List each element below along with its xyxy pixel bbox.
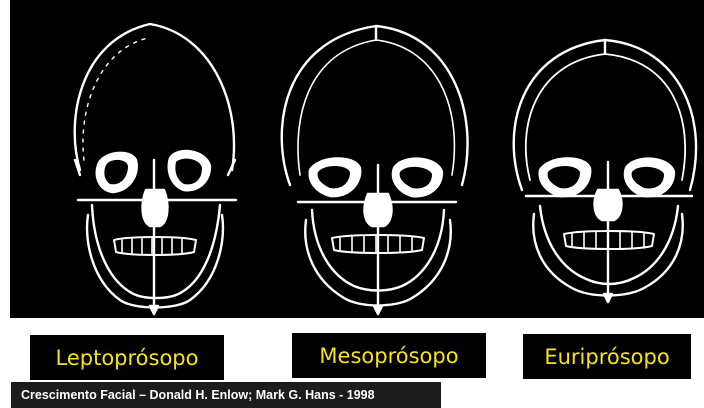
skull-mesoprosopo — [282, 26, 468, 314]
label-mesoprosopo: Mesoprósopo — [292, 333, 486, 378]
label-euriprosopo: Euriprósopo — [523, 334, 691, 379]
label-leptoprosopo: Leptoprósopo — [30, 335, 224, 380]
skull-illustration — [10, 0, 704, 318]
source-caption: Crescimento Facial – Donald H. Enlow; Ma… — [11, 382, 441, 408]
skull-euriprosopo — [514, 40, 696, 302]
skull-leptoprosopo — [75, 24, 236, 314]
skull-figure — [10, 0, 704, 318]
